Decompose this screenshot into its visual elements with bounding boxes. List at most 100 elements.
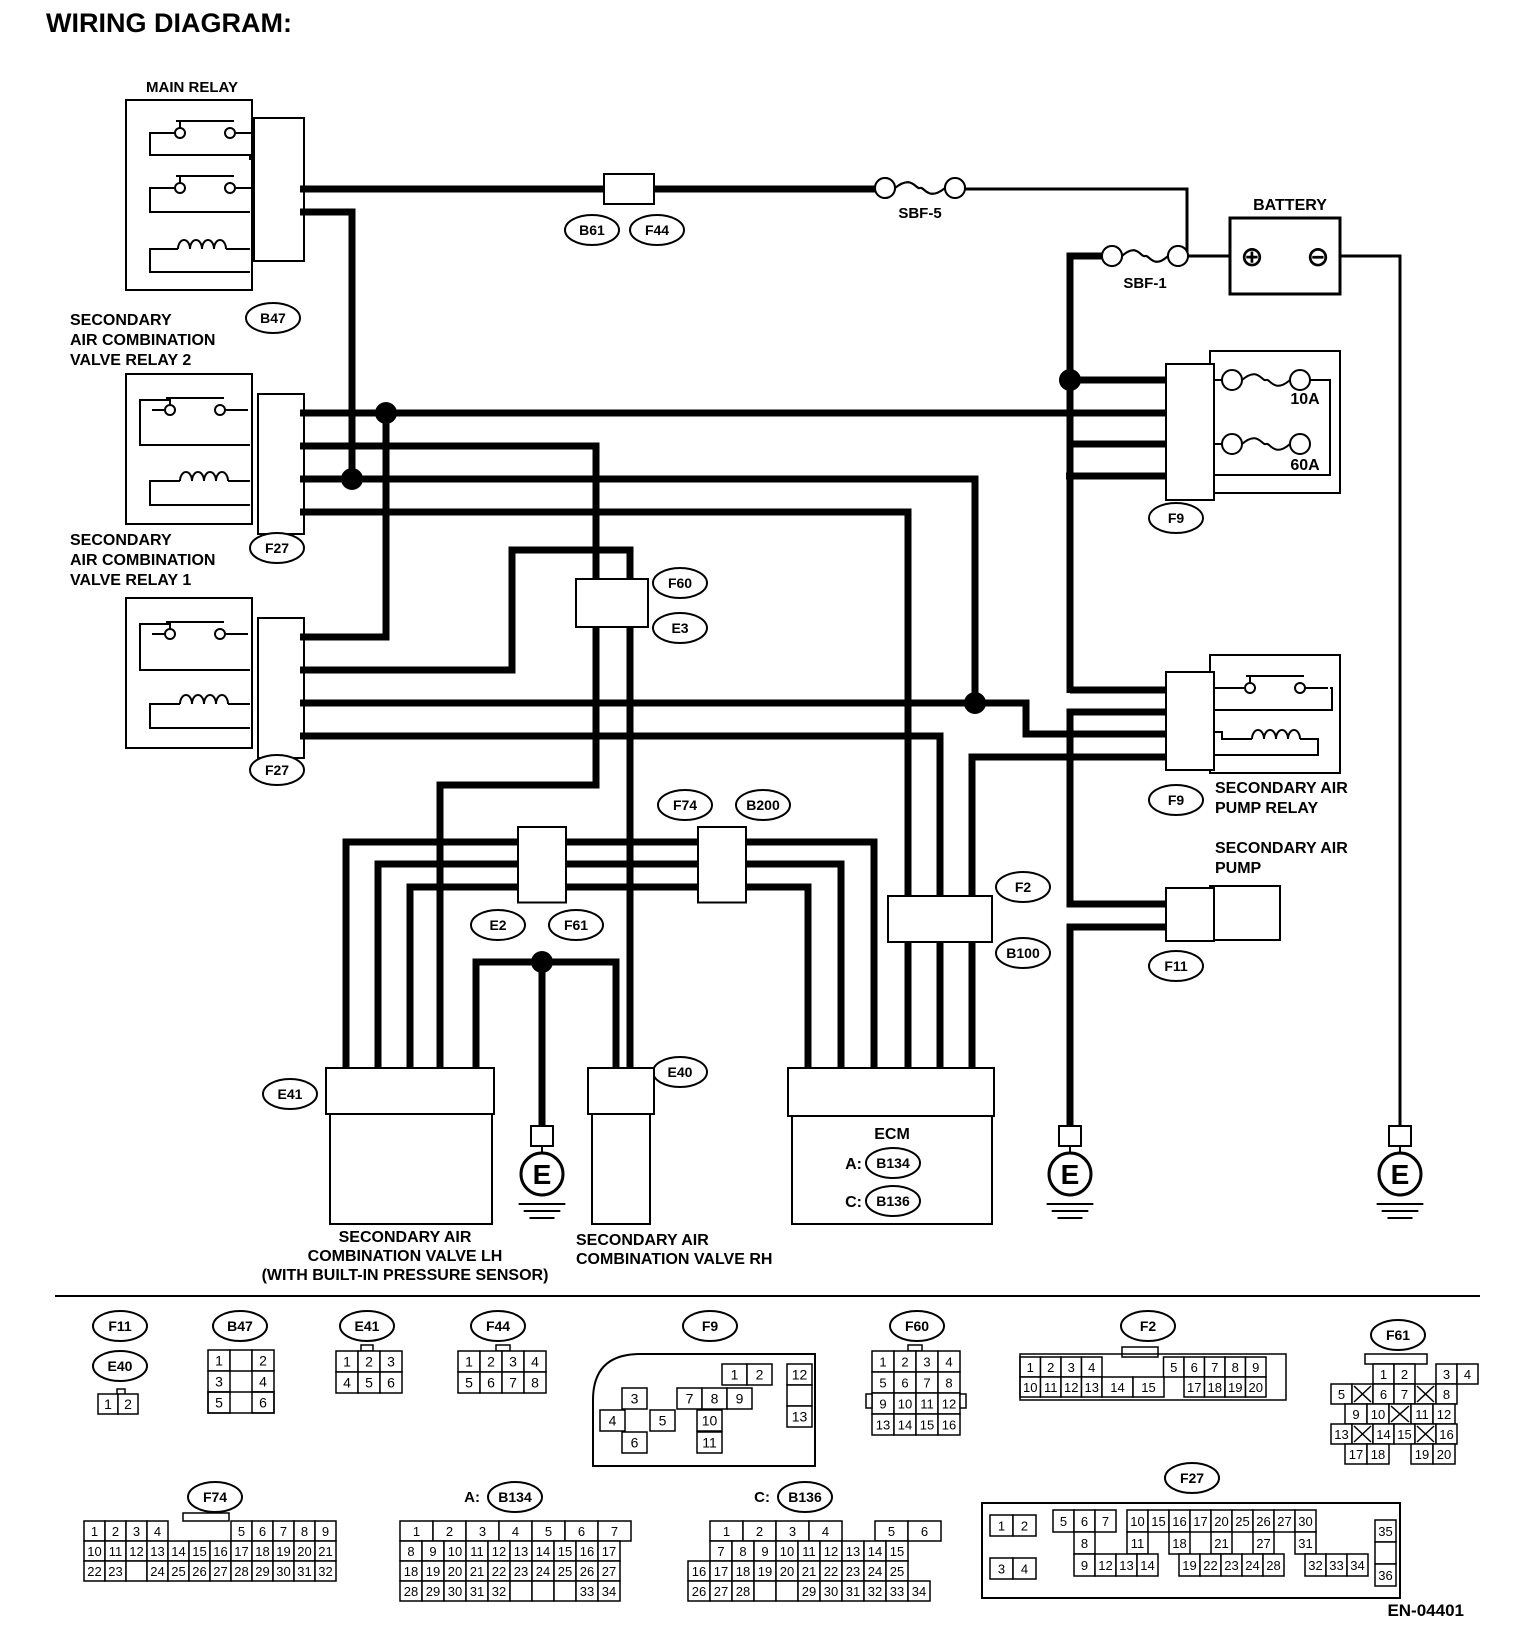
key xyxy=(1364,1353,1428,1365)
pin-label: 21 xyxy=(318,1544,332,1559)
pin-label: 4 xyxy=(154,1524,161,1539)
legend-f9-11: 11 xyxy=(696,1431,723,1454)
tag-f9-fuse xyxy=(1148,502,1204,534)
pin-label: 17 xyxy=(714,1564,728,1579)
pin-label: 5 xyxy=(879,1376,886,1391)
tag-b136 xyxy=(865,1185,921,1217)
wire-relay2-20-relay1-10 xyxy=(300,413,390,641)
pin-label: 34 xyxy=(912,1584,926,1599)
main-relay-switch xyxy=(224,182,236,194)
blank-cross xyxy=(1353,1385,1372,1403)
pin-label: 18 xyxy=(255,1544,269,1559)
pin-cell xyxy=(531,1580,555,1602)
legend-tag-f9 xyxy=(682,1310,738,1342)
pin-label: 11 xyxy=(802,1544,816,1559)
relay-wire xyxy=(149,480,250,506)
pin-label: 25 xyxy=(558,1564,572,1579)
pin-label: 7 xyxy=(280,1524,287,1539)
sbf1-label: SBF-1 xyxy=(1123,275,1166,292)
pin-label: 22 xyxy=(824,1564,838,1579)
pin-label: 9 xyxy=(1252,1360,1259,1375)
pump-relay-label: PUMP RELAY xyxy=(1215,800,1318,817)
pin-label: 12 xyxy=(942,1397,956,1412)
wire-pump-ground xyxy=(1066,923,1170,1130)
pin-label: 2 xyxy=(446,1524,453,1539)
pin-label: 11 xyxy=(920,1397,934,1412)
pin-cell xyxy=(125,1560,148,1582)
valve-rh-pins-housing xyxy=(587,1067,655,1115)
pin-cell xyxy=(229,1349,253,1372)
tag-b134 xyxy=(865,1147,921,1179)
pin-label: 3 xyxy=(923,1355,930,1370)
pin-label: 16 xyxy=(692,1564,706,1579)
pin-label: 14 xyxy=(868,1544,882,1559)
tag-f27-relay2 xyxy=(249,532,305,564)
fuse-10a-end xyxy=(1221,369,1243,391)
legend-tag-b134 xyxy=(487,1481,543,1513)
pin-cell xyxy=(1346,1553,1369,1577)
pin-label: 17 xyxy=(602,1544,616,1559)
pin-label: 6 xyxy=(259,1524,266,1539)
legend-tag-f60-text: F60 xyxy=(905,1318,929,1334)
pin-label: 14 xyxy=(1376,1427,1390,1442)
pin-label: 5 xyxy=(888,1524,895,1539)
pin-label: 5 xyxy=(238,1524,245,1539)
pin-label: 3 xyxy=(998,1562,1005,1577)
legend-tag-f44-text: F44 xyxy=(486,1318,510,1334)
pin-label: 34 xyxy=(602,1584,616,1599)
pin-label: 7 xyxy=(611,1524,618,1539)
ecm-c-prefix: C: xyxy=(845,1194,862,1211)
pin-cell xyxy=(907,1520,942,1542)
tag-f61 xyxy=(548,909,604,941)
pin-cell xyxy=(746,1363,773,1386)
blank-cross xyxy=(1353,1425,1372,1443)
relay-wire xyxy=(149,132,251,160)
pin-label: 9 xyxy=(1081,1558,1088,1573)
relay-wire xyxy=(1210,687,1333,711)
pin-label: 9 xyxy=(761,1544,768,1559)
tag-e3-text: E3 xyxy=(671,620,688,636)
valve-rh-label: COMBINATION VALVE RH xyxy=(576,1251,772,1268)
sbf5-label: SBF-5 xyxy=(898,205,941,222)
pin-label: 8 xyxy=(739,1544,746,1559)
pin-label: 6 xyxy=(1380,1387,1387,1402)
tag-f61-text: F61 xyxy=(564,917,588,933)
pin-cell xyxy=(553,1580,577,1602)
key xyxy=(865,1393,873,1409)
pin-label: 15 xyxy=(1141,1380,1155,1395)
relay1-pins-housing xyxy=(257,617,305,759)
pin-label: 15 xyxy=(1151,1514,1165,1529)
pin-label: 9 xyxy=(429,1544,436,1559)
pin-label: 6 xyxy=(921,1524,928,1539)
pin-label: 18 xyxy=(1172,1536,1186,1551)
pin-label: 23 xyxy=(514,1564,528,1579)
pin-label: 1 xyxy=(104,1396,112,1412)
pin-cell xyxy=(726,1387,753,1410)
f2-b100-connector-housing xyxy=(887,895,993,943)
pin-label: 1 xyxy=(731,1367,739,1383)
legend-tag-f44 xyxy=(470,1310,526,1342)
pin-label: 3 xyxy=(1068,1360,1075,1375)
pin-label: 15 xyxy=(920,1418,934,1433)
main-relay-pins-housing xyxy=(253,117,305,262)
pin-cell xyxy=(1136,1553,1159,1577)
tag-f11 xyxy=(1148,950,1204,982)
fuse-10a-end xyxy=(1289,369,1311,391)
pin-label: 28 xyxy=(736,1584,750,1599)
pin-label: 9 xyxy=(736,1391,744,1407)
valve-lh-pins-housing xyxy=(325,1067,495,1115)
pump-label: SECONDARY AIR xyxy=(1215,840,1348,857)
pin-cell xyxy=(786,1405,813,1428)
fuse-box-pins-housing xyxy=(1165,363,1215,501)
pin-label: 33 xyxy=(580,1584,594,1599)
pin-label: 23 xyxy=(1224,1558,1238,1573)
pin-label: 16 xyxy=(580,1544,594,1559)
pin-cell xyxy=(621,1431,648,1454)
pin-cell xyxy=(314,1560,337,1582)
pin-label: 11 xyxy=(1415,1407,1429,1422)
